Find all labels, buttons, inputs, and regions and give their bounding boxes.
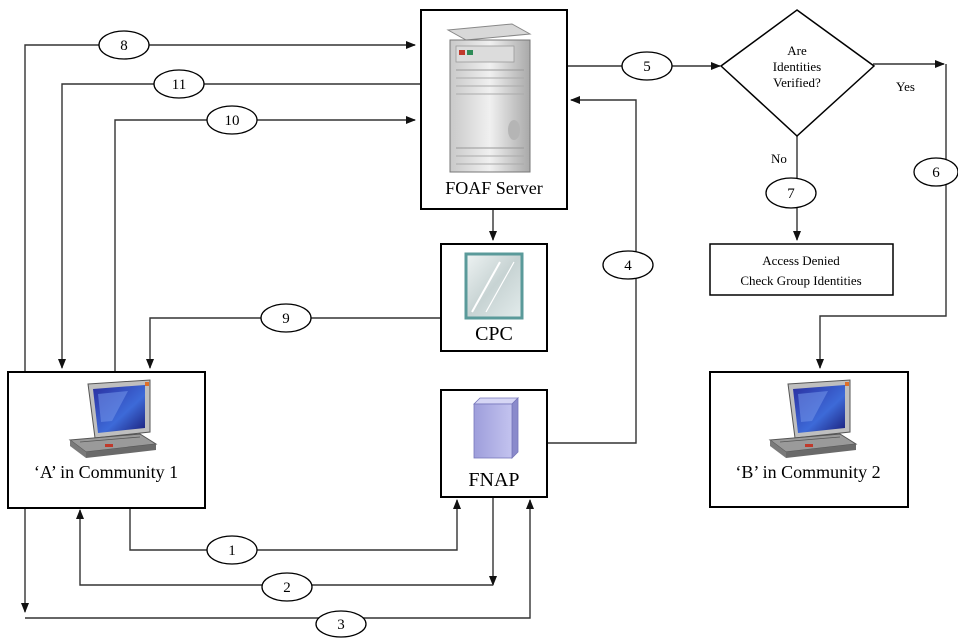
edge-8 <box>24 41 416 372</box>
step-8-label: 8 <box>98 30 150 60</box>
edge-2 <box>76 498 497 586</box>
glass-panel-icon <box>464 252 524 320</box>
svg-text:4: 4 <box>624 258 632 274</box>
cube-icon <box>473 397 519 459</box>
access-denied-line-1: Access Denied <box>762 253 840 268</box>
cpc-label: CPC <box>475 323 513 345</box>
edge-yes <box>816 60 947 369</box>
laptop-icon <box>768 379 858 458</box>
svg-text:6: 6 <box>932 165 940 181</box>
step-2-label: 2 <box>261 572 313 602</box>
step-1-label: 1 <box>206 535 258 565</box>
svg-text:8: 8 <box>120 38 128 54</box>
step-10-label: 10 <box>206 105 258 135</box>
identity-decision-node: Are Identities Verified? <box>719 9 876 138</box>
cpc-node: CPC <box>440 243 548 352</box>
foaf-server-label: FOAF Server <box>445 178 543 198</box>
fnap-label: FNAP <box>468 469 519 491</box>
svg-text:1: 1 <box>228 543 236 559</box>
step-7-label: 7 <box>765 177 817 209</box>
svg-text:9: 9 <box>282 311 290 327</box>
edge-3 <box>21 499 534 619</box>
fnap-node: FNAP <box>440 389 548 498</box>
svg-text:3: 3 <box>337 617 345 633</box>
community-a-node: ‘A’ in Community 1 <box>7 371 206 509</box>
svg-text:7: 7 <box>787 186 795 202</box>
step-5-label: 5 <box>621 51 673 81</box>
svg-text:5: 5 <box>643 59 651 75</box>
step-3-label: 3 <box>315 610 367 638</box>
decision-line-1: Are <box>787 43 807 58</box>
edge-11 <box>58 83 420 369</box>
step-9-label: 9 <box>260 303 312 333</box>
no-branch-label: No <box>771 151 787 166</box>
access-denied-node: Access Denied Check Group Identities <box>709 243 894 296</box>
decision-line-3: Verified? <box>773 75 821 90</box>
community-b-node: ‘B’ in Community 2 <box>709 371 909 508</box>
community-a-label: ‘A’ in Community 1 <box>34 462 178 482</box>
svg-text:2: 2 <box>283 580 291 596</box>
svg-text:11: 11 <box>172 77 186 93</box>
step-6-label: 6 <box>913 157 958 187</box>
step-11-label: 11 <box>153 69 205 99</box>
decision-line-2: Identities <box>773 59 821 74</box>
yes-branch-label: Yes <box>896 79 915 94</box>
edge-10 <box>114 116 416 372</box>
access-denied-line-2: Check Group Identities <box>740 273 861 288</box>
server-icon <box>446 23 532 173</box>
step-4-label: 4 <box>602 250 654 280</box>
community-b-label: ‘B’ in Community 2 <box>735 462 880 482</box>
foaf-server-node: FOAF Server <box>420 9 568 210</box>
edge-9 <box>146 317 440 369</box>
laptop-icon <box>68 379 158 458</box>
svg-text:10: 10 <box>225 113 240 129</box>
edge-1 <box>129 499 461 551</box>
